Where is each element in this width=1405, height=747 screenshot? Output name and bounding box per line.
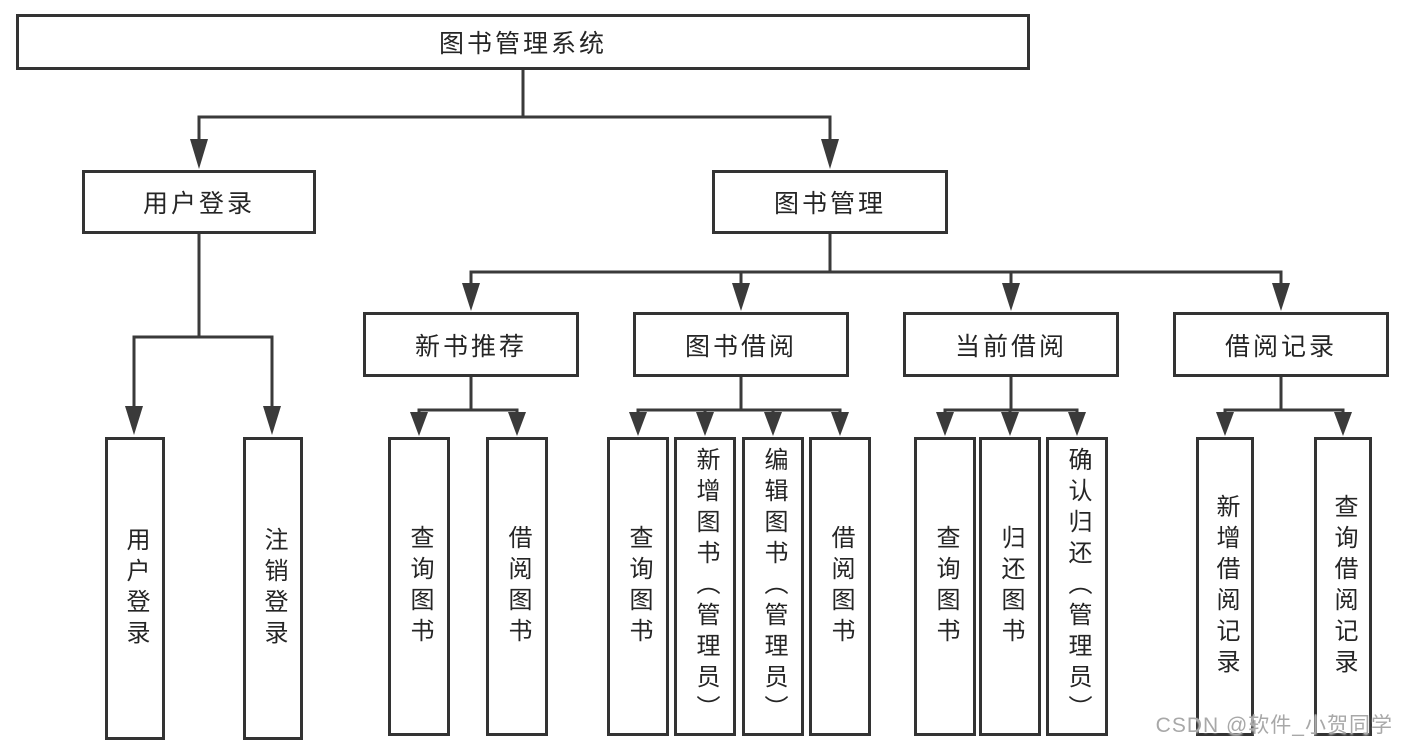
connector-book-mgmt-to-groups <box>462 234 1290 311</box>
leaf-current-confirm-return-admin: 确认归还（管理员） <box>1046 437 1108 736</box>
node-label: 用户登录 <box>142 190 255 218</box>
leaf-user-login: 用户登录 <box>105 437 165 740</box>
node-user-login: 用户登录 <box>82 170 316 234</box>
leaf-logout: 注销登录 <box>243 437 303 740</box>
node-book-borrowing: 图书借阅 <box>633 312 849 377</box>
leaf-borrow-query-books: 查询图书 <box>607 437 669 736</box>
node-system-root: 图书管理系统 <box>16 14 1030 70</box>
leaf-current-query-books: 查询图书 <box>914 437 976 736</box>
leaf-label: 借阅图书 <box>827 524 854 649</box>
connector-root-to-level2 <box>190 70 839 169</box>
leaf-label: 注销登录 <box>260 526 287 651</box>
leaf-current-return-books: 归还图书 <box>979 437 1041 736</box>
leaf-label: 确认归还（管理员） <box>1064 447 1091 726</box>
node-current-borrowing: 当前借阅 <box>903 312 1119 377</box>
leaf-label: 用户登录 <box>122 526 149 651</box>
connector-book-borrow-group <box>629 377 849 436</box>
leaf-borrow-borrow-books: 借阅图书 <box>809 437 871 736</box>
leaf-newbook-query-books: 查询图书 <box>388 437 450 736</box>
connector-new-book-group <box>410 377 526 436</box>
node-label: 新书推荐 <box>414 332 527 361</box>
leaf-label: 查询借阅记录 <box>1330 493 1357 680</box>
node-label: 图书管理 <box>773 190 886 218</box>
connector-user-login-to-leaves <box>125 234 281 435</box>
node-borrowing-records: 借阅记录 <box>1173 312 1389 377</box>
connector-current-borrow-group <box>936 377 1086 436</box>
leaf-label: 归还图书 <box>997 524 1024 649</box>
csdn-watermark: CSDN @软件_小贺同学 <box>1155 714 1393 737</box>
leaf-records-query-record: 查询借阅记录 <box>1314 437 1372 736</box>
leaf-label: 编辑图书（管理员） <box>760 447 787 726</box>
node-label: 图书借阅 <box>684 332 797 361</box>
leaf-label: 查询图书 <box>625 524 652 649</box>
leaf-label: 新增借阅记录 <box>1212 493 1239 680</box>
leaf-label: 新增图书（管理员） <box>692 447 719 726</box>
leaf-newbook-borrow-books: 借阅图书 <box>486 437 548 736</box>
leaf-borrow-edit-books-admin: 编辑图书（管理员） <box>742 437 804 736</box>
node-new-book-recommend: 新书推荐 <box>363 312 579 377</box>
connector-borrow-records-group <box>1216 377 1352 436</box>
leaf-label: 查询图书 <box>406 524 433 649</box>
leaf-records-add-record: 新增借阅记录 <box>1196 437 1254 736</box>
leaf-label: 查询图书 <box>932 524 959 649</box>
node-label: 借阅记录 <box>1224 332 1337 361</box>
node-label: 当前借阅 <box>954 332 1067 361</box>
leaf-label: 借阅图书 <box>504 524 531 649</box>
leaf-borrow-add-books-admin: 新增图书（管理员） <box>674 437 736 736</box>
node-book-management: 图书管理 <box>712 170 948 234</box>
node-label: 图书管理系统 <box>438 30 607 58</box>
